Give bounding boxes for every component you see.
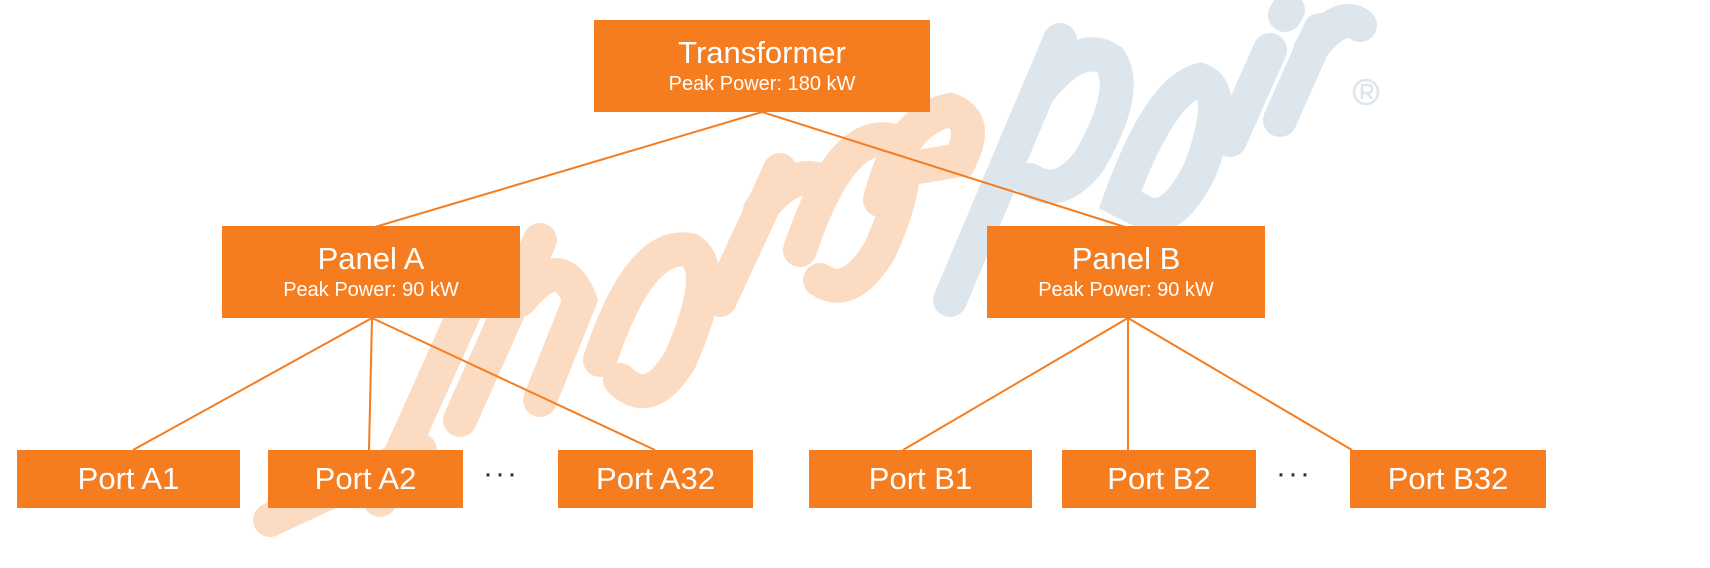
port-a32-node: Port A32 [558, 450, 753, 508]
port-label: Port A32 [596, 461, 715, 496]
panel-b-node: Panel B Peak Power: 90 kW [987, 226, 1265, 318]
panel-b-peak-power: Peak Power: 90 kW [1038, 279, 1214, 301]
transformer-title: Transformer [678, 35, 846, 70]
connector-panel-a-port-a1 [132, 317, 373, 451]
transformer-node: Transformer Peak Power: 180 kW [594, 20, 930, 112]
connector-transformer-panel-b [761, 111, 1126, 228]
port-b32-node: Port B32 [1350, 450, 1546, 508]
panel-a-node: Panel A Peak Power: 90 kW [222, 226, 520, 318]
port-b1-node: Port B1 [809, 450, 1032, 508]
ellipsis-b: ··· [1276, 457, 1312, 490]
port-a2-node: Port A2 [268, 450, 463, 508]
port-label: Port A1 [77, 461, 180, 496]
panel-a-title: Panel A [317, 241, 425, 276]
port-label: Port A2 [314, 461, 417, 496]
connector-panel-b-port-b32 [1127, 317, 1353, 451]
port-label: Port B1 [868, 461, 973, 496]
panel-a-peak-power: Peak Power: 90 kW [283, 279, 459, 301]
connector-panel-a-port-a2 [368, 317, 373, 451]
port-label: Port B32 [1387, 461, 1509, 496]
transformer-peak-power: Peak Power: 180 kW [668, 73, 856, 95]
port-label: Port B2 [1107, 461, 1211, 496]
port-a1-node: Port A1 [17, 450, 240, 508]
connector-transformer-panel-a [374, 111, 763, 228]
connector-panel-a-port-a32 [371, 317, 656, 451]
connector-panel-b-port-b1 [902, 317, 1129, 451]
port-b2-node: Port B2 [1062, 450, 1256, 508]
panel-b-title: Panel B [1071, 241, 1181, 276]
ellipsis-a: ··· [483, 457, 519, 490]
